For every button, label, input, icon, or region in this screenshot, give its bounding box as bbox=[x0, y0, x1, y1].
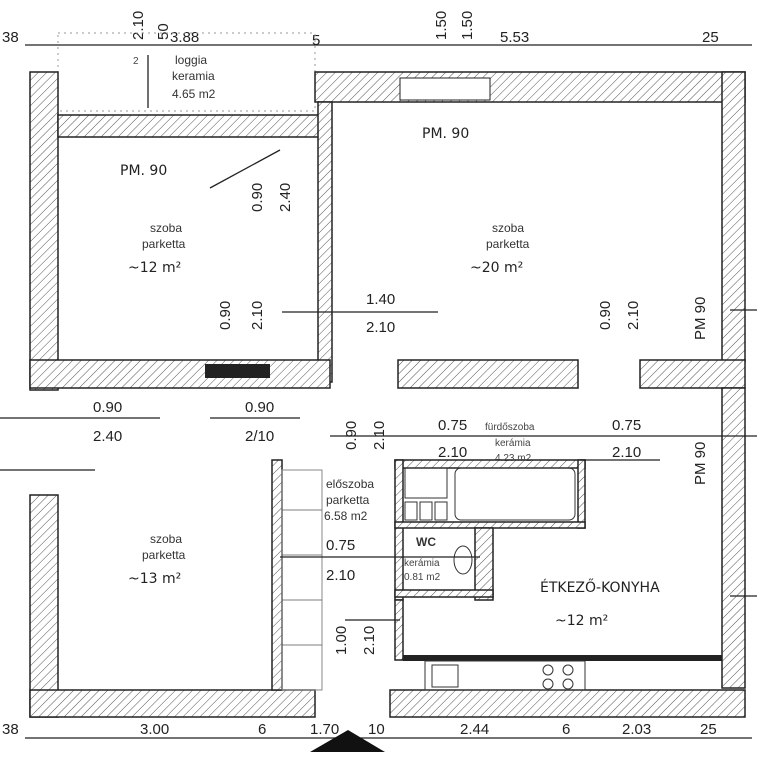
room-name: előszoba bbox=[326, 477, 374, 491]
room-floor: kerámia bbox=[495, 438, 531, 449]
opening-dimension-lines bbox=[0, 149, 757, 621]
dim-text: 2.40 bbox=[277, 183, 294, 212]
entrance-arrow-icon bbox=[310, 730, 385, 752]
room-name: ÉTKEZŐ-KONYHA bbox=[540, 578, 660, 596]
room-area: 6.58 m2 bbox=[324, 509, 368, 523]
dim-text: 0.75 bbox=[438, 417, 467, 434]
bottom-dimension-line: 38 3.00 6 1.70 10 2.44 6 2.03 25 bbox=[2, 721, 752, 752]
dim-text: 1.40 bbox=[366, 291, 395, 308]
dim-text: 2.10 bbox=[438, 444, 467, 461]
dim-text: 2.10 bbox=[625, 301, 642, 330]
door-label: PM. 90 bbox=[422, 126, 469, 142]
dim-text: 2.10 bbox=[612, 444, 641, 461]
dim-text: 2.10 bbox=[249, 301, 266, 330]
dim-text: 2.10 bbox=[361, 626, 378, 655]
bathroom: fürdőszoba kerámia 4.23 m2 bbox=[485, 422, 535, 464]
dim-text: 1.50 bbox=[433, 11, 450, 40]
dim-text: 2.44 bbox=[460, 721, 489, 738]
dim-text: 2.10 bbox=[326, 567, 355, 584]
loggia-dim: 2 bbox=[133, 56, 139, 67]
room-area: ~13 m² bbox=[128, 571, 181, 587]
room-floor: parketta bbox=[486, 237, 530, 251]
dim-text: 1.70 bbox=[310, 721, 339, 738]
dim-text: 0.75 bbox=[612, 417, 641, 434]
room-floor: parketta bbox=[326, 493, 370, 507]
loggia-area: 4.65 m2 bbox=[172, 87, 216, 101]
dim-text: 3.88 bbox=[170, 29, 199, 46]
room-name: szoba bbox=[492, 221, 524, 235]
room-floor: kerámia bbox=[404, 558, 440, 569]
dim-text: 5 bbox=[312, 32, 320, 49]
stove bbox=[542, 664, 554, 676]
room-3: szoba parketta ~13 m² bbox=[128, 532, 186, 587]
dim-text: 2.10 bbox=[366, 319, 395, 336]
dim-text: 5.53 bbox=[500, 29, 529, 46]
room-area: 4.23 m2 bbox=[495, 453, 532, 464]
loggia-name: loggia bbox=[175, 53, 207, 67]
hallway: előszoba parketta 6.58 m2 bbox=[324, 477, 374, 523]
washer bbox=[404, 467, 448, 499]
loggia-floor: keramia bbox=[172, 69, 215, 83]
dim-text: 1.50 bbox=[459, 11, 476, 40]
dim-text: 0.90 bbox=[245, 399, 274, 416]
dim-text: PM 90 bbox=[692, 442, 709, 485]
dim-text: 6 bbox=[258, 721, 266, 738]
dim-text: 10 bbox=[368, 721, 385, 738]
room-floor: parketta bbox=[142, 237, 186, 251]
dim-text: 2/10 bbox=[245, 428, 274, 445]
kitchen-counter bbox=[424, 660, 586, 691]
dim-text: 2.10 bbox=[371, 421, 388, 450]
room-name: fürdőszoba bbox=[485, 422, 535, 433]
dim-text: 38 bbox=[2, 721, 19, 738]
dim-text: 25 bbox=[702, 29, 719, 46]
dim-text: 0.90 bbox=[597, 301, 614, 330]
room-floor: parketta bbox=[142, 548, 186, 562]
room-name: szoba bbox=[150, 221, 182, 235]
dim-text: 25 bbox=[700, 721, 717, 738]
room-area: ~20 m² bbox=[470, 260, 523, 276]
walls bbox=[29, 71, 746, 718]
room-area: ~12 m² bbox=[555, 613, 608, 629]
dim-text: 2.10 bbox=[130, 11, 147, 40]
dim-text: 0.75 bbox=[326, 537, 355, 554]
opening-labels: 0.90 2.40 0.90 2.10 1.40 2.10 0.90 2.10 … bbox=[93, 183, 709, 655]
kitchen: ÉTKEZŐ-KONYHA ~12 m² bbox=[540, 578, 660, 629]
sink bbox=[431, 664, 459, 688]
dim-text: 0.90 bbox=[217, 301, 234, 330]
door-label: PM. 90 bbox=[120, 163, 167, 179]
room-1: PM. 90 szoba parketta ~12 m² bbox=[120, 163, 186, 276]
room-area: ~12 m² bbox=[128, 260, 181, 276]
dim-text: 0.90 bbox=[343, 421, 360, 450]
dim-text: 50 bbox=[155, 23, 172, 40]
fixtures bbox=[281, 467, 586, 691]
dim-text: 0.90 bbox=[93, 399, 122, 416]
dim-text: 2.03 bbox=[622, 721, 651, 738]
toilet bbox=[453, 545, 473, 575]
dim-text: 1.00 bbox=[333, 626, 350, 655]
top-dimension-line: 38 3.88 5 1.50 1.50 5.53 25 2.10 50 bbox=[2, 11, 752, 49]
bathtub bbox=[454, 467, 576, 521]
dim-text: PM 90 bbox=[692, 297, 709, 340]
dim-text: 38 bbox=[2, 29, 19, 46]
room-name: szoba bbox=[150, 532, 182, 546]
dim-text: 2.40 bbox=[93, 428, 122, 445]
room-area: 0.81 m2 bbox=[404, 572, 441, 583]
dim-text: 3.00 bbox=[140, 721, 169, 738]
dim-text: 0.90 bbox=[249, 183, 266, 212]
room-2: PM. 90 szoba parketta ~20 m² bbox=[422, 126, 530, 276]
room-name: WC bbox=[416, 535, 436, 549]
wc: WC kerámia 0.81 m2 bbox=[404, 535, 441, 583]
dim-text: 6 bbox=[562, 721, 570, 738]
